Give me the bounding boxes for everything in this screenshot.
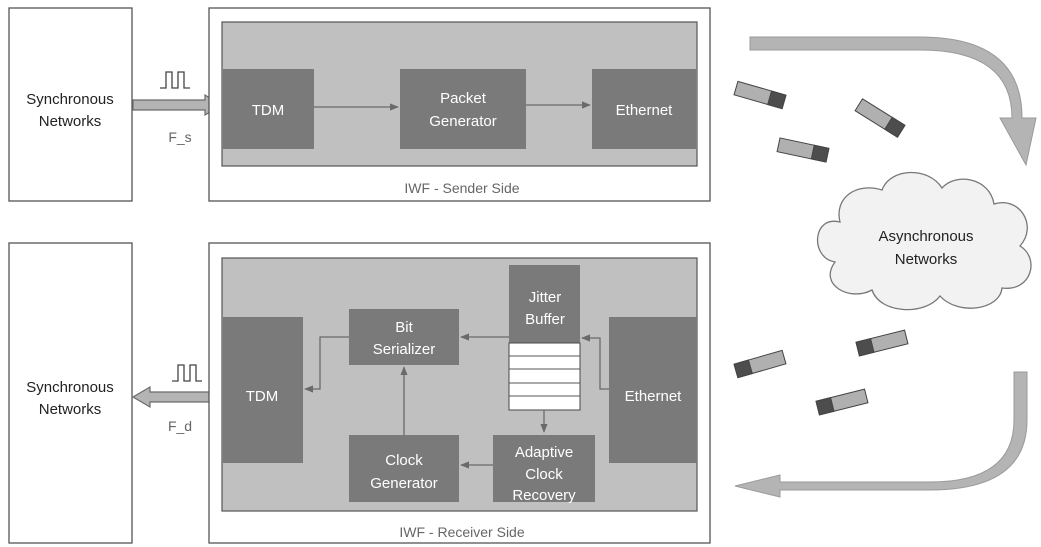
- receiver-network-label-2: Networks: [39, 401, 102, 418]
- outbound-curved-arrow: [749, 36, 1037, 167]
- sender-sync-network-box: [8, 7, 133, 202]
- serializer-to-tdm-arrow: [304, 336, 349, 393]
- sender-network-label-2: Networks: [39, 113, 102, 130]
- receiver-caption: IWF - Receiver Side: [399, 524, 524, 540]
- receiver-network-label-1: Synchronous: [26, 379, 114, 396]
- async-network-cloud: [816, 171, 1032, 311]
- sender-freq-label: F_s: [168, 129, 191, 145]
- clock-generator-label-2: Generator: [370, 475, 438, 492]
- packet-icon: [733, 80, 787, 110]
- sender-clock-wave-icon: [160, 71, 190, 89]
- bit-serializer-block: [349, 309, 459, 365]
- sender-tdm-block: [223, 69, 314, 149]
- cloud-label-1: Asynchronous: [878, 228, 973, 245]
- receiver-sync-network-box: [8, 242, 133, 544]
- bit-serializer-label-2: Serializer: [373, 341, 436, 358]
- receiver-tdm-block: [223, 317, 303, 463]
- packet-generator-label-2: Generator: [429, 113, 497, 130]
- adaptive-clock-recovery-block: [493, 435, 595, 502]
- packet-icon: [815, 388, 869, 416]
- sender-tdm-label: TDM: [252, 102, 285, 119]
- clock-generator-block: [349, 435, 459, 502]
- packet-generator-label-1: Packet: [440, 90, 487, 107]
- sender-ethernet-block: [592, 69, 696, 149]
- acr-label-2: Clock: [525, 466, 563, 483]
- packet-icon: [776, 137, 830, 163]
- bit-serializer-label-1: Bit: [395, 319, 413, 336]
- receiver-ethernet-block: [609, 317, 697, 463]
- packet-icon: [733, 349, 787, 379]
- jitter-buffer-queue: [508, 342, 581, 411]
- jitter-buffer-label-1: Jitter: [529, 289, 562, 306]
- acr-label-1: Adaptive: [515, 444, 573, 461]
- sender-network-label-1: Synchronous: [26, 91, 114, 108]
- clock-generator-label-1: Clock: [385, 452, 423, 469]
- receiver-ethernet-label: Ethernet: [625, 388, 683, 405]
- packet-icon: [854, 98, 906, 138]
- jitter-buffer-label-2: Buffer: [525, 311, 565, 328]
- acr-label-3: Recovery: [512, 487, 576, 504]
- jitter-buffer-block: [509, 265, 580, 343]
- sender-ethernet-label: Ethernet: [616, 102, 674, 119]
- ethernet-to-jitter-arrow: [581, 334, 609, 390]
- packet-generator-block: [400, 69, 526, 149]
- packet-icon: [855, 329, 909, 357]
- inbound-curved-arrow: [734, 371, 1028, 498]
- receiver-freq-label: F_d: [168, 418, 192, 434]
- sender-caption: IWF - Sender Side: [404, 180, 519, 196]
- receiver-clock-wave-icon: [172, 364, 202, 382]
- cloud-label-2: Networks: [895, 251, 958, 268]
- receiver-tdm-label: TDM: [246, 388, 279, 405]
